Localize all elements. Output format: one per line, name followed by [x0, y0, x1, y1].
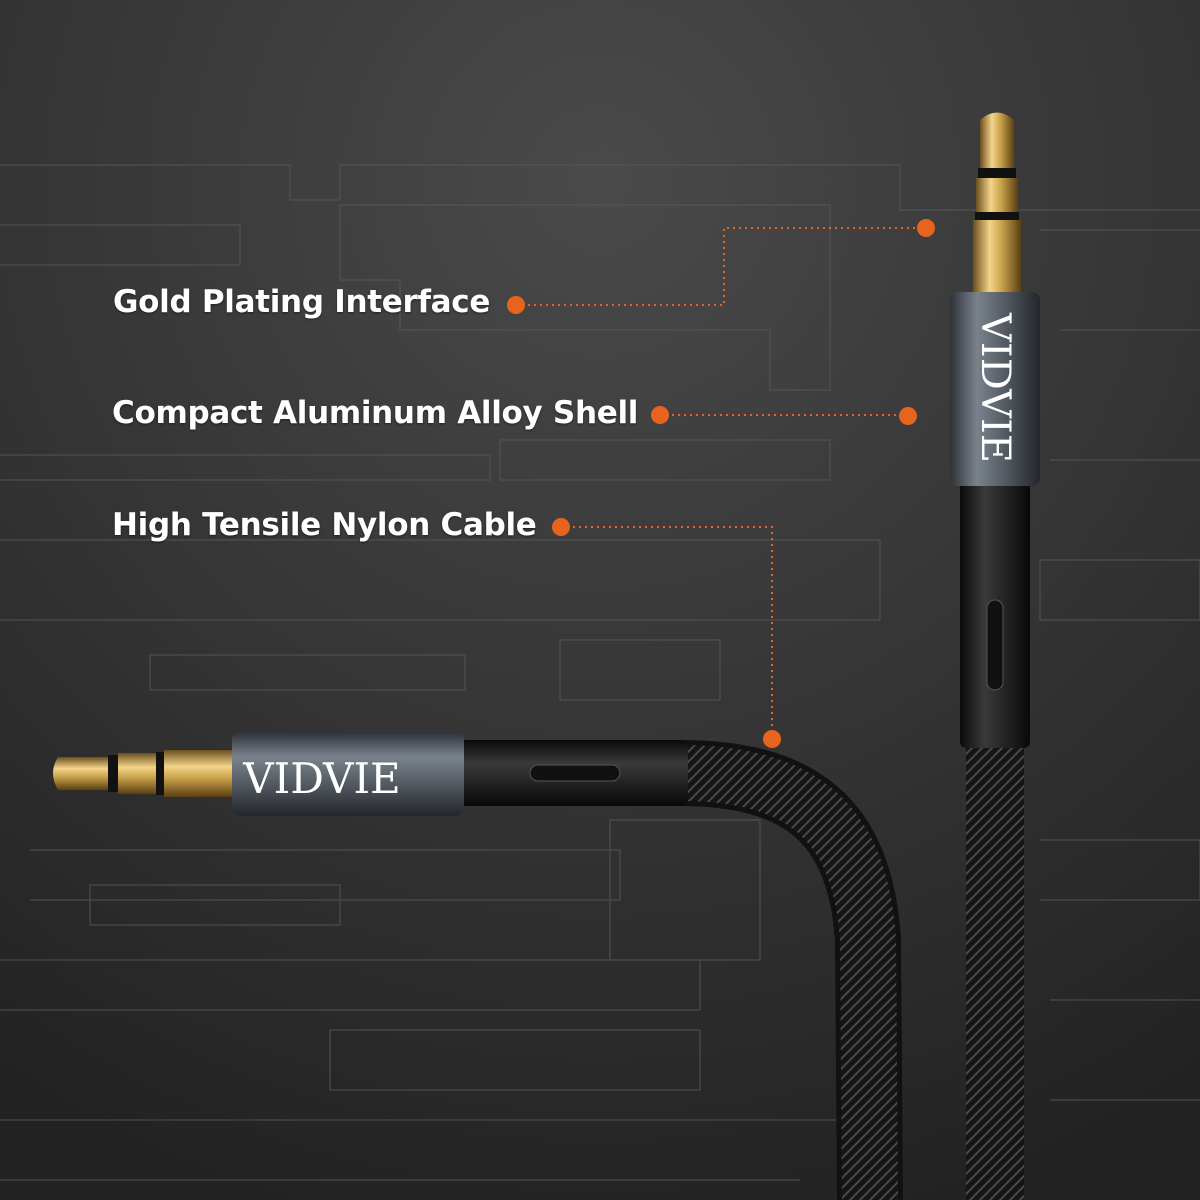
brand-logo-vertical: VIDVIE [972, 312, 1018, 463]
gold-tip [53, 757, 110, 790]
callout-gold-plating: Gold Plating Interface [113, 284, 491, 320]
brand-logo: VIDVIE [242, 754, 400, 803]
callout-nylon-cable: High Tensile Nylon Cable [112, 507, 537, 543]
gold-tip-vertical [980, 112, 1014, 170]
callout-aluminum-shell: Compact Aluminum Alloy Shell [112, 395, 639, 431]
horizontal-plug: VIDVIE [53, 732, 903, 1200]
callout-dots [507, 219, 935, 748]
circuit-pattern [0, 164, 1200, 1181]
callout-lines [516, 227, 926, 739]
vertical-plug: VIDVIE [950, 112, 1040, 1200]
